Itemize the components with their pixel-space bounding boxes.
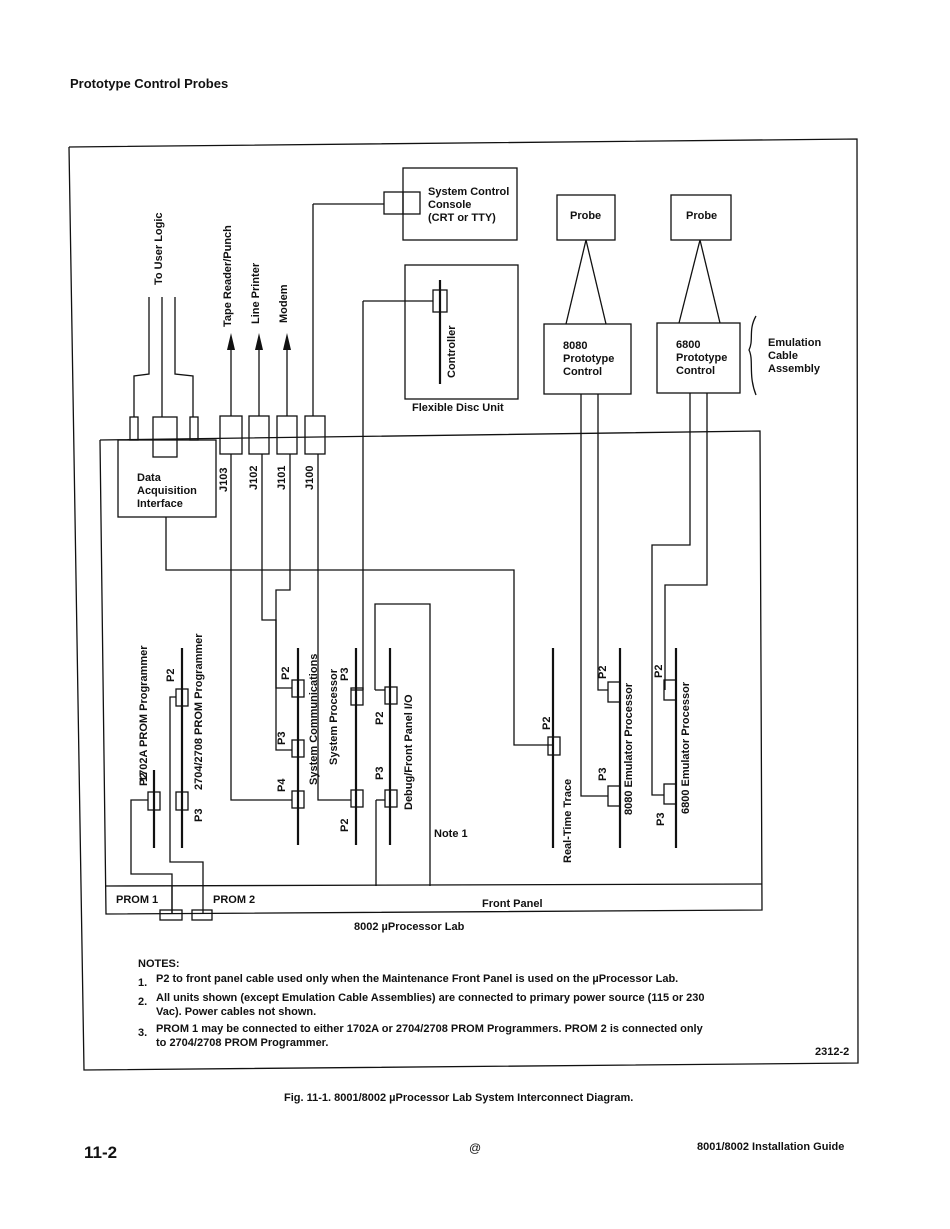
data-acquisition-interface-label: Data Acquisition Interface <box>137 472 197 510</box>
j103-label: J103 <box>218 467 230 492</box>
system-processor-label: System Processor <box>328 669 340 765</box>
system-control-console-label: System Control Console (CRT or TTY) <box>428 186 510 224</box>
notes-title: NOTES: <box>138 958 180 970</box>
j100-label: J100 <box>304 465 316 490</box>
to-user-logic-label: To User Logic <box>153 212 165 285</box>
p4-label: P4 <box>276 778 288 792</box>
debug-front-panel-io-label: Debug/Front Panel I/O <box>403 694 415 810</box>
page-header: Prototype Control Probes <box>70 76 229 91</box>
p2-label: P2 <box>138 772 150 786</box>
flexible-disc-unit-label: Flexible Disc Unit <box>412 402 504 414</box>
lab-label: 8002 µProcessor Lab <box>354 921 465 933</box>
page-number: 11-2 <box>84 1143 118 1162</box>
system-communications-label: System Communications <box>308 653 320 785</box>
prom-programmer-2704-label: 2704/2708 PROM Programmer <box>193 633 205 790</box>
p2-label: P2 <box>339 818 351 832</box>
note-number: 1. <box>138 977 148 989</box>
p3-label: P3 <box>597 767 609 781</box>
emulator-processor-6800-label: 6800 Emulator Processor <box>680 681 692 814</box>
p3-label: P3 <box>374 766 386 780</box>
footer-center-mark: @ <box>469 1141 482 1155</box>
note-number: 2. <box>138 996 148 1008</box>
p3-label: P3 <box>339 667 351 681</box>
note-text: P2 to front panel cable used only when t… <box>156 973 679 985</box>
prototype-control-8080-label: 8080 Prototype Control <box>563 340 615 378</box>
p2-label: P2 <box>280 666 292 680</box>
line-printer-label: Line Printer <box>250 262 262 324</box>
figure-frame <box>68 138 859 1071</box>
p3-label: P3 <box>276 731 288 745</box>
p2-label: P2 <box>597 665 609 679</box>
emulator-processor-8080-label: 8080 Emulator Processor <box>623 682 635 815</box>
prom-2-label: PROM 2 <box>213 894 256 906</box>
p2-label: P2 <box>541 716 553 730</box>
front-panel-label: Front Panel <box>482 898 543 910</box>
note-text: All units shown (except Emulation Cable … <box>156 992 705 1018</box>
p2-label: P2 <box>653 664 665 678</box>
prototype-control-6800-label: 6800 Prototype Control <box>676 339 728 377</box>
probe-label: Probe <box>686 210 718 222</box>
footer-title: 8001/8002 Installation Guide <box>697 1141 845 1153</box>
j101-label: J101 <box>276 465 288 490</box>
probe-label: Probe <box>570 210 602 222</box>
note-1-label: Note 1 <box>434 828 468 840</box>
modem-label: Modem <box>278 284 290 324</box>
tape-reader-punch-label: Tape Reader/Punch <box>222 225 234 327</box>
j102-label: J102 <box>248 465 260 490</box>
figure-caption: Fig. 11-1. 8001/8002 µProcessor Lab Syst… <box>284 1092 634 1104</box>
p2-label: P2 <box>165 668 177 682</box>
real-time-trace-label: Real-Time Trace <box>562 778 574 863</box>
figure-id: 2312-2 <box>815 1046 850 1058</box>
prom-1-label: PROM 1 <box>116 894 159 906</box>
p2-label: P2 <box>374 711 386 725</box>
p3-label: P3 <box>193 808 205 822</box>
note-number: 3. <box>138 1027 148 1039</box>
controller-label: Controller <box>446 325 458 378</box>
p3-label: P3 <box>655 812 667 826</box>
note-text: PROM 1 may be connected to either 1702A … <box>156 1023 703 1049</box>
emulation-cable-assembly-label: Emulation Cable Assembly <box>768 337 822 375</box>
prom-programmer-1702a-label: 1702A PROM Programmer <box>138 645 150 782</box>
